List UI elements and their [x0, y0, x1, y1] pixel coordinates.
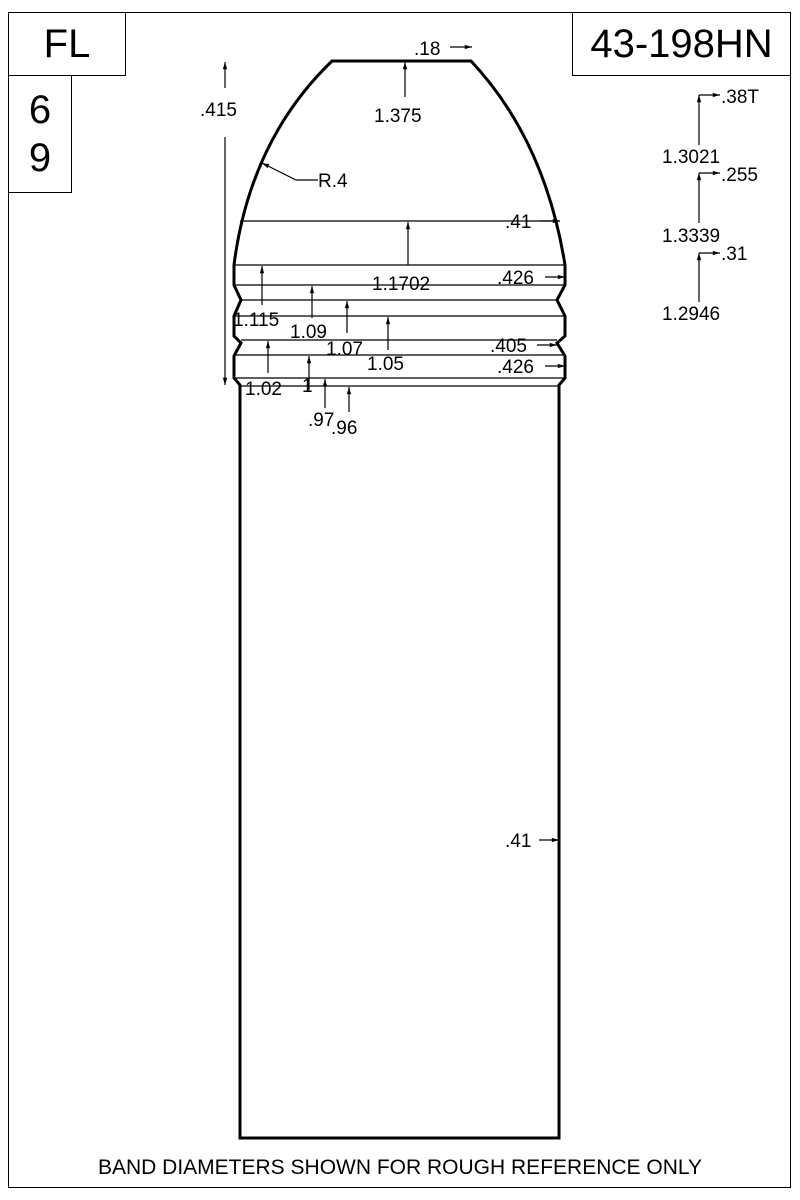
groove-length: .405	[490, 336, 527, 357]
heel-diameter-3: .97	[308, 410, 334, 431]
side-length-1: .38T	[721, 87, 759, 108]
side-diameter-2: 1.3339	[662, 226, 720, 247]
number-2: 9	[28, 136, 52, 180]
nose-code: FL	[43, 21, 91, 66]
side-length-2: .255	[721, 165, 758, 186]
rear-band-length: .426	[497, 357, 534, 378]
bullet-outline	[232, 59, 567, 1140]
groove-diameter-2: 1.09	[290, 322, 327, 343]
part-number: 43-198HN	[590, 21, 773, 66]
heel-diameter-1: 1.02	[245, 379, 282, 400]
groove-diameter-4: 1.05	[367, 354, 404, 375]
groove-diameter-3: 1.07	[326, 339, 363, 360]
part-number-box: 43-198HN	[572, 12, 791, 76]
band-lines	[234, 220, 565, 387]
nose-band-diameter: 1.1702	[372, 274, 430, 295]
ogive-radius: R.4	[318, 171, 348, 192]
overall-nose-length: .415	[200, 100, 237, 121]
heel-diameter-4: .96	[331, 418, 357, 439]
heel-diameter-2: 1	[302, 376, 313, 397]
number-1: 6	[28, 88, 52, 132]
front-band-length: .426	[497, 268, 534, 289]
reference-note: BAND DIAMETERS SHOWN FOR ROUGH REFERENCE…	[98, 1156, 702, 1179]
numbers-box: 6 9	[8, 75, 72, 193]
side-diameter-3: 1.2946	[662, 304, 720, 325]
dimension-leaders	[222, 44, 721, 843]
groove-diameter-1: 1.115	[233, 310, 279, 331]
nose-band-length: .41	[505, 212, 531, 233]
meplat-length: .18	[414, 39, 440, 60]
side-diameter-1: 1.3021	[662, 147, 720, 168]
body-length: .41	[505, 831, 531, 852]
meplat-diameter: 1.375	[374, 106, 422, 127]
drawing-frame	[8, 12, 791, 1188]
side-length-3: .31	[721, 244, 747, 265]
